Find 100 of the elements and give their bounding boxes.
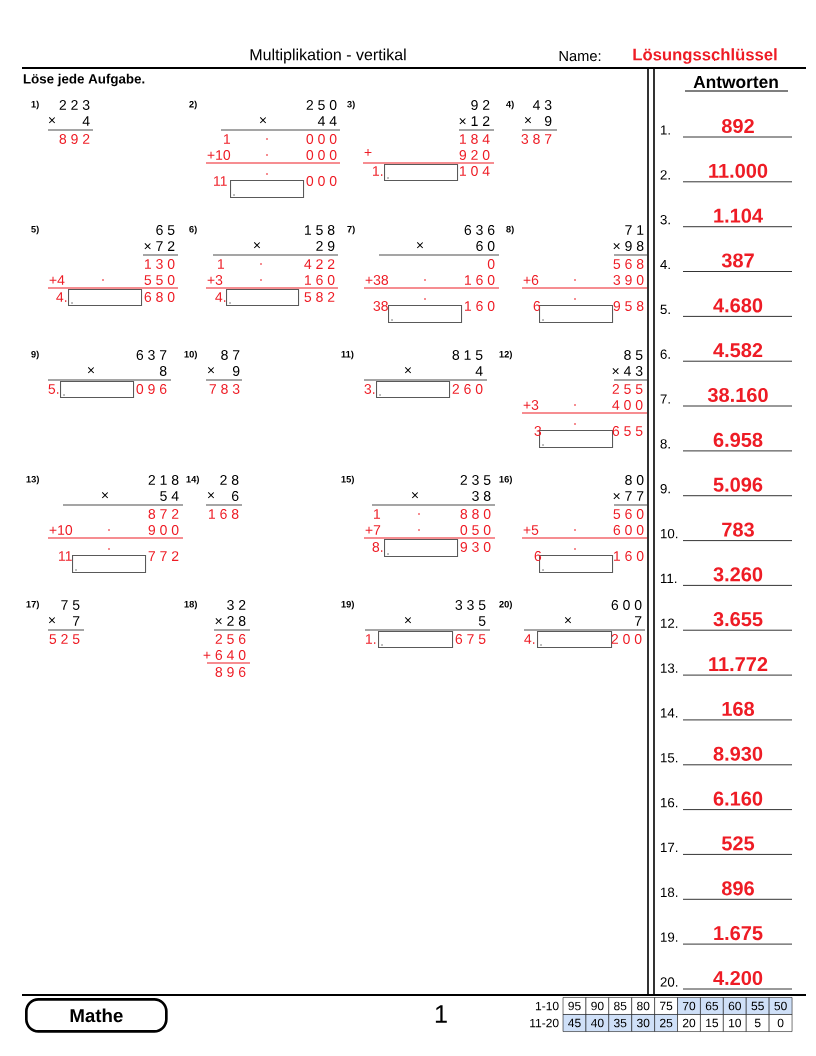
product-digits: 9 0 0 (148, 525, 179, 535)
answers-heading: Antworten (693, 75, 778, 89)
carry-number: +7 (365, 525, 381, 535)
product-digits: 1 6 0 (614, 551, 644, 561)
score-cell: 10 (723, 1014, 747, 1032)
product-digits: 2 5 5 (612, 384, 643, 394)
factor: 8 1 5 (452, 350, 483, 360)
problem-number: 8) (506, 225, 514, 235)
factor: 8 0 (625, 475, 644, 485)
answer-value: 5.096 (713, 477, 763, 492)
score-cell: 0 (768, 1014, 793, 1032)
carry-number: 6 (534, 551, 542, 561)
factor: 4 (475, 366, 483, 376)
factor: 2 1 8 (148, 475, 179, 485)
score-cell: 65 (700, 997, 724, 1015)
problem-number: 16) (499, 475, 512, 485)
factor: 6 3 6 (464, 225, 495, 235)
answer-number: 11. (660, 573, 677, 583)
problem-number: 17) (26, 600, 39, 610)
problem-number: 14) (186, 475, 199, 485)
multiply-sign: × (207, 492, 215, 499)
page-number: 1 (435, 1005, 447, 1023)
answer-number: 9. (660, 484, 670, 494)
answer-value: 892 (721, 118, 754, 134)
carry-number: +3 (523, 400, 539, 410)
factor: 7 (73, 616, 80, 626)
answer-box: . (378, 631, 454, 649)
multiply-sign: × (259, 117, 267, 124)
factor: 2 3 5 (460, 475, 491, 485)
factor: × 2 8 (215, 616, 246, 626)
answer-number: 17. (660, 842, 678, 852)
answer-box: . (226, 289, 300, 307)
product-digits: + 6 4 0 (203, 650, 246, 660)
product-digits: 1 6 0 (465, 301, 495, 311)
product-digits: 7 7 2 (148, 551, 179, 561)
answer-value: 783 (722, 522, 754, 537)
product-digits: 6 5 5 (612, 426, 643, 436)
carry-number: 1 (224, 134, 230, 144)
multiply-sign: × (524, 117, 532, 124)
answer-value: 6.958 (713, 432, 763, 447)
answer-number: 15. (660, 753, 678, 763)
product-digits: 9 2 0 (459, 150, 490, 160)
score-row-label: 11-20 (530, 1018, 559, 1028)
score-cell: 95 (562, 997, 587, 1015)
score-cell: 50 (768, 997, 793, 1015)
answer-number: 8. (660, 439, 670, 449)
score-cell: 60 (723, 997, 747, 1015)
carry-number: 3 (534, 426, 542, 436)
answer-value: 38.160 (707, 387, 768, 403)
product-digits: 3 9 0 (613, 275, 644, 285)
decimal-point: . (266, 154, 268, 156)
answer-value: 3.655 (713, 612, 763, 627)
factor: 2 5 0 (306, 100, 337, 110)
decimal-point: . (574, 279, 576, 281)
product-digits: 5 6 8 (613, 259, 644, 269)
answer-number: 16. (660, 797, 678, 808)
factor: 9 2 (471, 100, 490, 110)
answer-value: 4.200 (713, 970, 763, 986)
product-digits: 7 8 3 (209, 384, 240, 394)
factor: 6 5 (156, 225, 175, 235)
product-digits: 0 0 0 (306, 134, 337, 144)
carry-number: 1 (374, 509, 380, 519)
carry-number: +4 (49, 275, 65, 285)
factor: × 7 2 (144, 241, 175, 251)
carry-number: 38 (373, 301, 388, 311)
factor: 3 3 5 (455, 600, 486, 610)
score-row-label: 1-10 (535, 1001, 559, 1011)
answer-value: 4.582 (713, 343, 763, 358)
product-digits: 8 8 0 (460, 509, 491, 519)
answer-box: . (72, 555, 147, 574)
product-digits: 2 5 6 (215, 634, 246, 644)
answer-number: 7. (660, 394, 670, 404)
answer-number: 20. (660, 977, 678, 987)
carry-number: +6 (523, 275, 539, 285)
problem-number: 11) (341, 350, 354, 360)
multiply-sign: × (416, 242, 424, 249)
answer-value: 387 (721, 253, 754, 268)
score-cell: 5 (745, 1014, 770, 1032)
answer-number: 3. (660, 215, 670, 225)
score-cell: 40 (585, 1014, 610, 1032)
factor: 9 (232, 366, 240, 376)
score-cell: 25 (654, 1014, 678, 1032)
product-digits: 9 5 8 (613, 301, 644, 311)
product-digits: 5 5 0 (144, 275, 175, 285)
factor: 4 3 (532, 100, 552, 110)
score-cell: 15 (700, 1014, 724, 1032)
title: Multiplikation - vertikal (250, 48, 406, 64)
answer-number: 2. (660, 170, 670, 180)
answer-value: 4.680 (713, 298, 763, 313)
answer-number: 14. (660, 708, 678, 718)
answer-box: . (384, 164, 459, 182)
product-digits: 1 6 0 (305, 275, 335, 285)
answer-number: 19. (660, 932, 678, 942)
factor: 2 8 (220, 475, 239, 485)
score-cell: 35 (608, 1014, 632, 1032)
factor: 5 (478, 616, 486, 626)
multiply-sign: × (48, 617, 56, 624)
answer-number: 10. (660, 528, 678, 539)
multiply-sign: × (253, 242, 261, 249)
factor: 6 (232, 491, 239, 501)
